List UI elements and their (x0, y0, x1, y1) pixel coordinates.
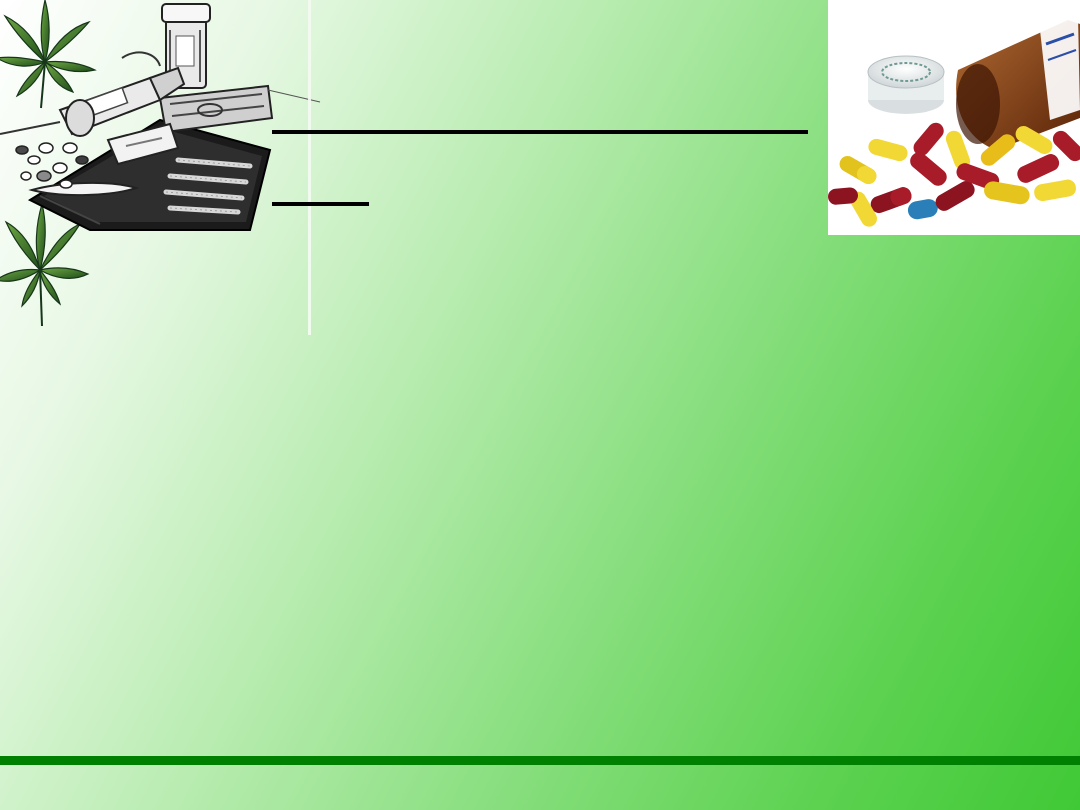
rolled-bill-icon (158, 84, 321, 134)
spilled-pill-bottle-icon (828, 0, 1080, 235)
cannabis-leaf-top-icon (0, 0, 97, 109)
bottle-cap-icon (867, 55, 945, 114)
syringe-icon (0, 51, 186, 137)
title-underline-long (272, 130, 808, 134)
amber-bottle-icon (956, 16, 1080, 150)
razor-blade-icon (106, 122, 180, 166)
mirror-tray-icon (27, 118, 272, 231)
capsules-icon (828, 122, 1080, 227)
scattered-pills-icon (15, 142, 89, 189)
cannabis-leaf-bottom-icon (0, 201, 90, 327)
drug-paraphernalia-clipart-icon (0, 0, 321, 327)
spilled-pill-bottle-photo-icon (828, 0, 1080, 235)
vertical-divider (308, 0, 311, 335)
footer-bar (0, 756, 1080, 765)
title-underline-short (272, 202, 369, 206)
